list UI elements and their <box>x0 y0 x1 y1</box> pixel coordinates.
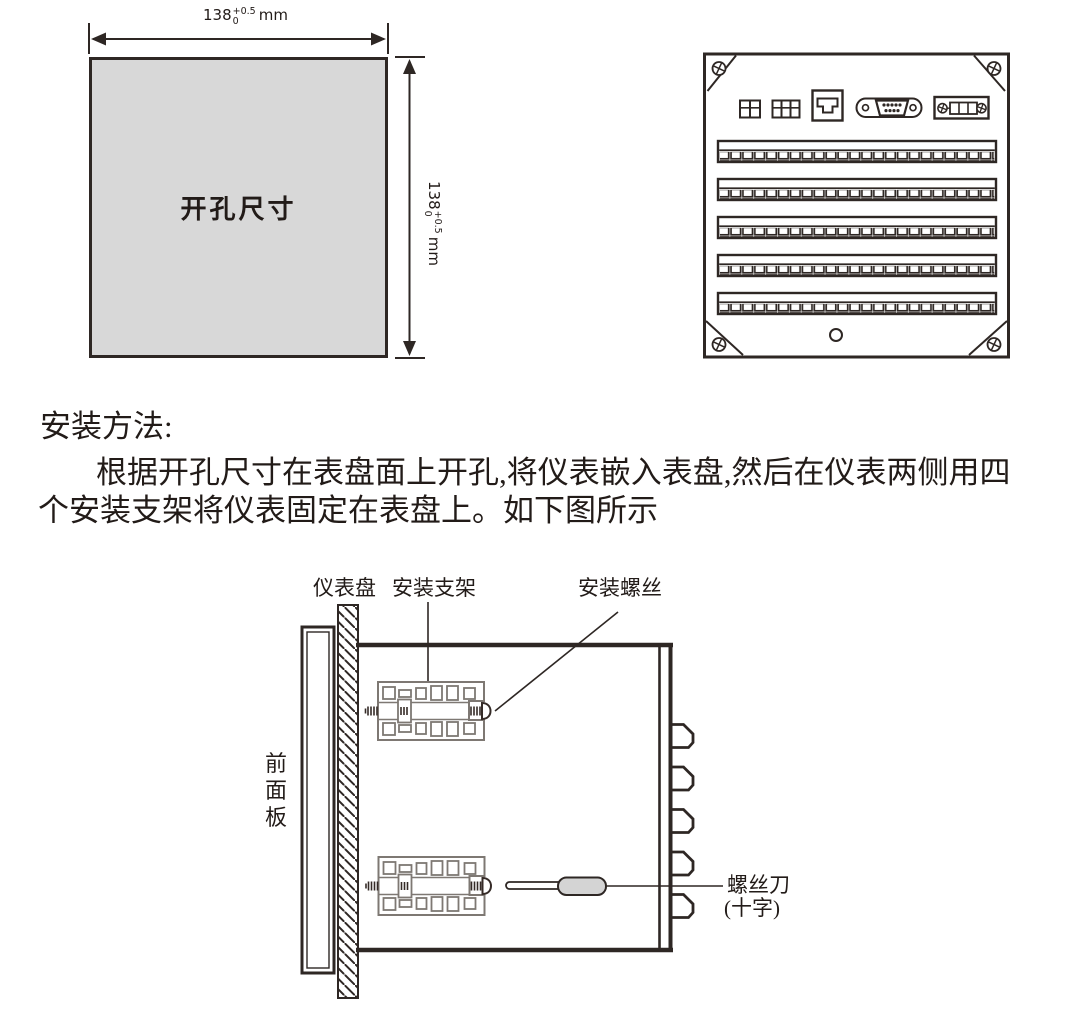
cutout-square: 开孔尺寸 <box>89 57 388 358</box>
height-unit: mm <box>425 236 443 266</box>
height-tol-plus: +0.5 <box>432 210 443 234</box>
screwdriver-icon <box>505 876 607 896</box>
power-terminal-icon <box>933 95 990 120</box>
install-figure <box>300 602 723 999</box>
label-front-panel: 前面板 <box>264 751 287 830</box>
rear-connector-blocks <box>670 723 695 919</box>
height-dimension-arrow <box>395 56 425 359</box>
case-outline <box>356 642 673 953</box>
mounting-bracket <box>364 681 492 741</box>
label-mounting-bracket: 安装支架 <box>392 576 476 600</box>
terminal-3pin-icon <box>771 99 801 119</box>
mounting-bracket <box>365 856 492 916</box>
instructions-line-2: 个安装支架将仪表固定在表盘上。如下图所示 <box>38 493 658 528</box>
screw-leader-line <box>494 611 619 712</box>
rear-panel-figure <box>703 52 1010 359</box>
label-mounting-screw: 安装螺丝 <box>578 576 662 600</box>
terminal-strip <box>716 291 998 316</box>
height-tol-minus: 0 <box>421 210 433 217</box>
instructions-heading: 安装方法: <box>40 409 173 444</box>
label-screwdriver: 螺丝刀 <box>727 873 790 897</box>
width-tol-plus: +0.5 <box>232 6 256 17</box>
terminal-strip <box>716 253 998 278</box>
db9-serial-port-icon <box>855 97 923 118</box>
label-instrument-panel: 仪表盘 <box>313 576 376 600</box>
front-bezel <box>300 625 336 975</box>
rj45-port-icon <box>811 89 844 122</box>
width-tol-minus: 0 <box>232 16 239 28</box>
panel-hole <box>829 328 843 342</box>
width-dimension-arrow <box>88 23 389 54</box>
instructions-line-1: 根据开孔尺寸在表盘面上开孔,将仪表嵌入表盘,然后在仪表两侧用四 <box>96 455 1011 490</box>
terminal-strip <box>716 139 998 164</box>
panel-wall-hatch <box>337 604 359 999</box>
terminal-strip <box>716 215 998 240</box>
width-value: 138 <box>203 6 232 24</box>
width-unit: mm <box>258 6 288 24</box>
cutout-label: 开孔尺寸 <box>180 195 297 224</box>
terminal-strip <box>716 177 998 202</box>
label-screwdriver-type: (十字) <box>724 896 780 920</box>
height-value: 138 <box>425 181 443 210</box>
terminal-2pin-icon <box>739 99 761 119</box>
